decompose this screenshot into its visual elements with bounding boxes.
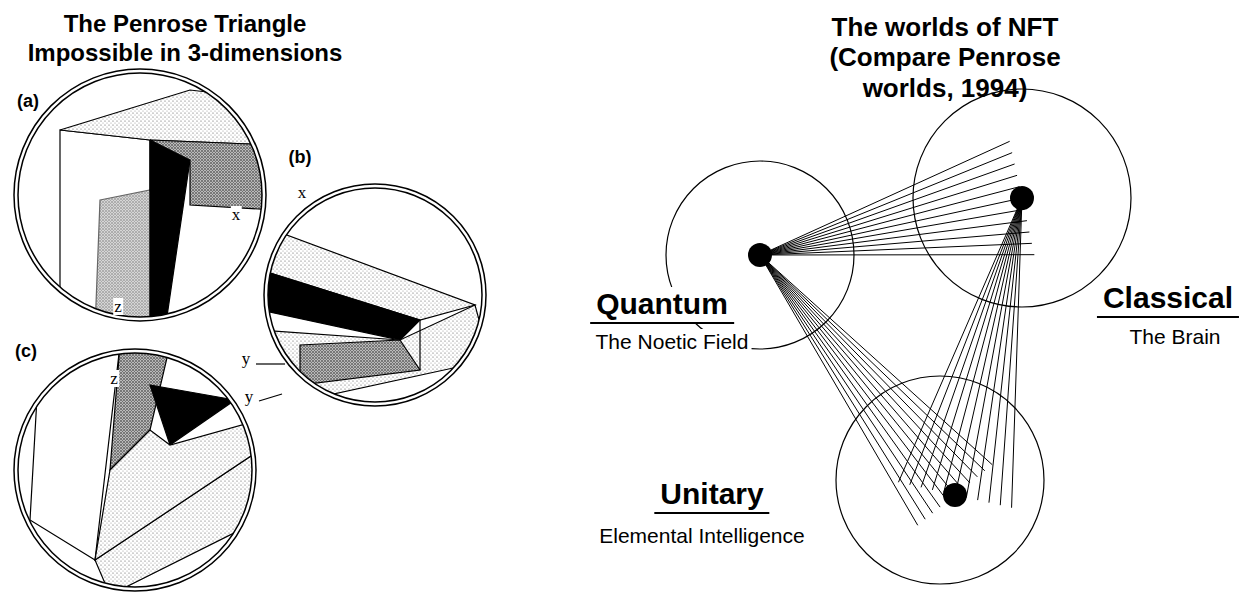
leader-line <box>256 363 285 364</box>
heading-line: The worlds of NFT <box>832 12 1059 43</box>
part-label: (b) <box>288 148 313 166</box>
beam-edge <box>419 320 420 370</box>
axis-letter: x <box>297 184 308 201</box>
fan-connector <box>760 255 992 525</box>
world-circle: QuantumThe Noetic Field <box>665 160 855 350</box>
beam-face <box>150 140 190 330</box>
lens-circle <box>264 184 486 406</box>
axis-letter: z <box>109 370 119 387</box>
lens-circle <box>14 69 266 321</box>
world-circle: ClassicalThe Brain <box>912 88 1132 308</box>
world-dot <box>943 483 967 507</box>
world-subtitle: The Noetic Field <box>593 329 752 355</box>
beam-face <box>60 90 275 145</box>
world-heading: Unitary <box>654 477 769 514</box>
corner-a <box>60 90 275 330</box>
circle-outline <box>835 375 1045 585</box>
lens-circle <box>18 353 252 587</box>
axis-letter: z <box>113 298 123 315</box>
corner-c <box>30 345 260 593</box>
world-dot <box>748 243 772 267</box>
circle-outline <box>912 88 1132 308</box>
lens-circle <box>268 188 482 402</box>
world-outline <box>913 89 1131 307</box>
heading-line: (Compare Penrose worlds, 1994) <box>793 42 1097 104</box>
axis-letter: x <box>231 206 242 223</box>
beam-face <box>260 270 420 340</box>
beam-face <box>150 140 275 210</box>
world-dot <box>1010 186 1034 210</box>
beam-face <box>60 130 150 330</box>
world-circle: UnitaryElemental Intelligence <box>835 375 1045 585</box>
part-label: (c) <box>14 342 38 360</box>
lens-circle <box>18 73 262 317</box>
world-subtitle: Elemental Intelligence <box>596 523 807 549</box>
leader-line <box>259 394 282 401</box>
beam-face <box>300 340 420 385</box>
world-heading: Quantum <box>590 287 734 324</box>
diagram-title: The Penrose Triangle Impossible in 3-dim… <box>0 10 370 68</box>
beam-face <box>260 305 490 410</box>
axis-letter: y <box>244 388 255 405</box>
world-outline <box>836 376 1044 584</box>
fan-connector <box>760 141 1034 255</box>
world-heading: Classical <box>1097 281 1239 318</box>
corner-b <box>260 225 490 410</box>
world-subtitle: The Brain <box>1126 324 1223 350</box>
part-label: (a) <box>16 92 40 110</box>
lens-circle <box>14 349 256 591</box>
beam-shade <box>95 190 150 330</box>
axis-letter: y <box>241 350 252 367</box>
